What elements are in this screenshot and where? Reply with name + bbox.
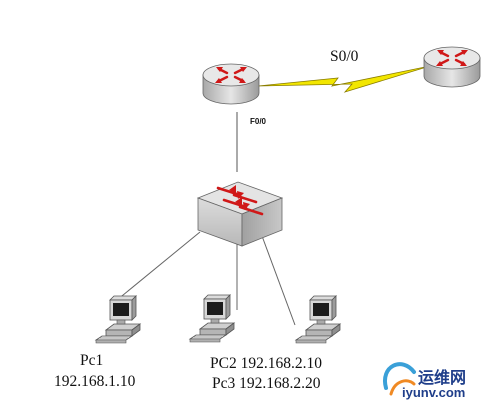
serial-link-lightning	[257, 65, 431, 93]
pc3-label: Pc3 192.168.2.20	[212, 375, 321, 392]
pc2-label: PC2 192.168.2.10	[210, 355, 322, 372]
watermark-domain: iyunv.com	[402, 385, 466, 400]
switch-icon	[196, 181, 284, 247]
router-1-icon	[201, 62, 261, 106]
link-switch-pc3	[261, 235, 296, 326]
pc1-icon	[95, 295, 141, 344]
pc1-name-label: Pc1	[80, 352, 104, 369]
pc3-icon	[295, 295, 341, 344]
watermark-brand: 运维网	[418, 368, 467, 387]
fast-ethernet-label: F0/0	[250, 117, 267, 126]
router-2-icon	[422, 45, 482, 89]
serial-interface-label: S0/0	[330, 48, 359, 65]
pc1-ip-label: 192.168.1.10	[54, 373, 136, 390]
pc2-icon	[189, 294, 235, 343]
watermark-logo-icon	[383, 362, 416, 396]
link-switch-pc1	[116, 231, 201, 301]
